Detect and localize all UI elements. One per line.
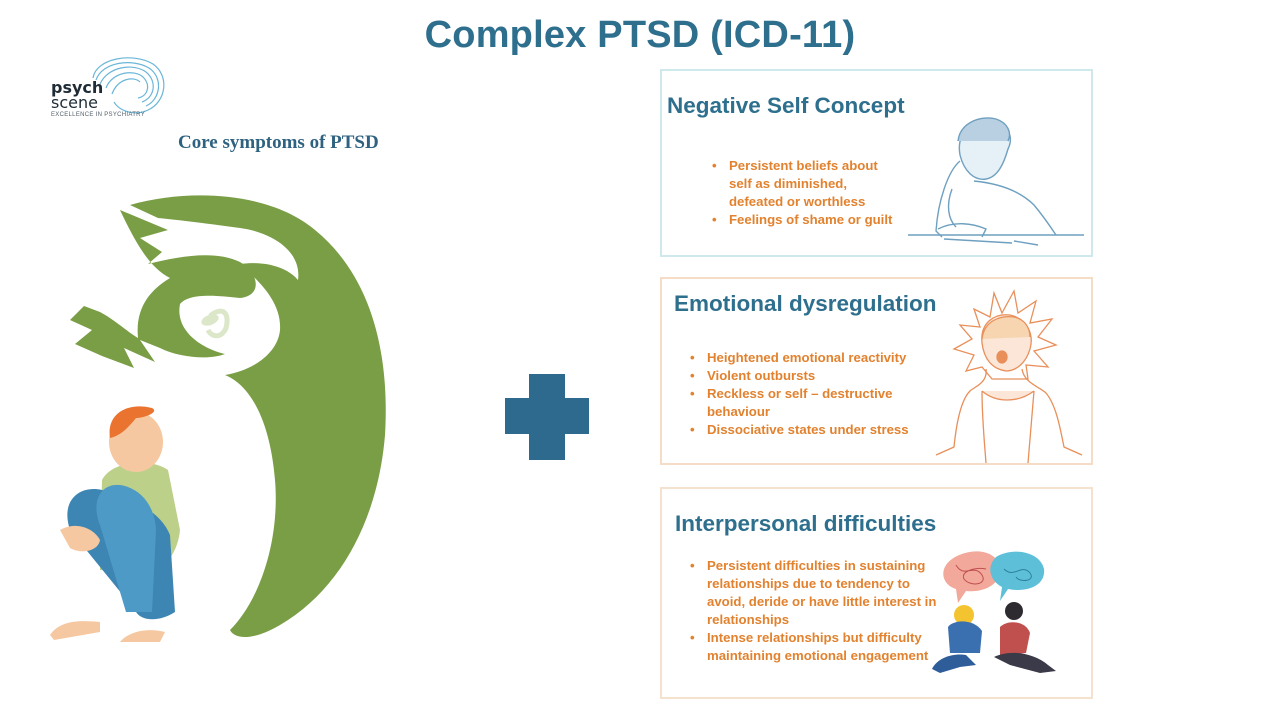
symptom-list: Persistent beliefs about self as diminis… bbox=[710, 157, 900, 229]
ptsd-ghost-child-illustration bbox=[50, 195, 386, 642]
list-item: Persistent beliefs about self as diminis… bbox=[710, 157, 900, 211]
list-item: Reckless or self – destructive behaviour bbox=[688, 385, 958, 421]
page-title: Complex PTSD (ICD-11) bbox=[424, 14, 856, 56]
box-title: Emotional dysregulation bbox=[674, 291, 937, 316]
ghost-mouth bbox=[205, 308, 230, 339]
list-item: Dissociative states under stress bbox=[688, 421, 958, 439]
list-item: Feelings of shame or guilt bbox=[710, 211, 900, 229]
ghost-shape bbox=[70, 210, 256, 368]
list-item: Heightened emotional reactivity bbox=[688, 349, 958, 367]
logo-swirl-icon bbox=[92, 57, 165, 114]
person-head-in-hand-icon bbox=[908, 117, 1084, 246]
plus-icon bbox=[505, 374, 589, 460]
negative-self-concept-box: Negative Self Concept Persistent beliefs… bbox=[660, 69, 1093, 257]
logo-word-psych: psych bbox=[51, 78, 104, 97]
box-title: Negative Self Concept bbox=[667, 93, 905, 118]
sitting-child bbox=[50, 406, 180, 642]
ghost-eye bbox=[201, 314, 219, 326]
symptom-list: Persistent difficulties in sustaining re… bbox=[688, 557, 938, 665]
two-people-speech-bubbles-icon bbox=[932, 551, 1056, 673]
symptom-list: Heightened emotional reactivity Violent … bbox=[688, 349, 958, 439]
list-item: Intense relationships but difficulty mai… bbox=[688, 629, 938, 665]
psychscene-logo: psych scene EXCELLENCE IN PSYCHIATRY bbox=[48, 50, 173, 125]
box-title: Interpersonal difficulties bbox=[675, 511, 937, 536]
emotional-dysregulation-box: Emotional dysregulation Heightened emoti… bbox=[660, 277, 1093, 465]
logo-word-scene: scene bbox=[51, 93, 98, 112]
core-symptoms-label: Core symptoms of PTSD bbox=[178, 132, 379, 153]
interpersonal-difficulties-box: Interpersonal difficulties Persistent di… bbox=[660, 487, 1093, 699]
list-item: Persistent difficulties in sustaining re… bbox=[688, 557, 938, 629]
list-item: Violent outbursts bbox=[688, 367, 958, 385]
logo-tagline: EXCELLENCE IN PSYCHIATRY bbox=[51, 112, 146, 118]
screaming-woman-icon bbox=[935, 289, 1083, 463]
